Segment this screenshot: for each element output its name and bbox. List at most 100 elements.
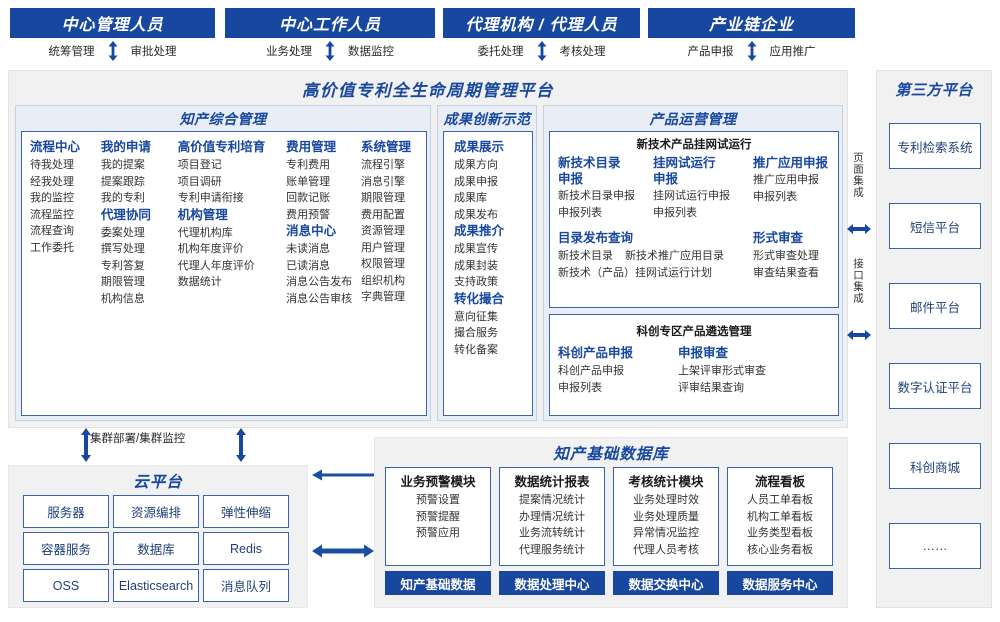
cloud-cell-mq[interactable]: 消息队列 — [203, 569, 289, 602]
col-item[interactable]: 字典管理 — [360, 291, 405, 303]
col-item[interactable]: 已读消息 — [286, 259, 331, 272]
db-card-item[interactable]: 人员工单看板 — [747, 494, 813, 506]
db-card-item[interactable]: 异常情况监控 — [633, 527, 699, 539]
col-item[interactable]: 成果发布 — [454, 208, 498, 221]
actor-title-3[interactable]: 产业链企业 — [648, 8, 855, 38]
db-card-item[interactable]: 业务类型看板 — [747, 527, 813, 539]
col-item[interactable]: 费用预警 — [286, 208, 331, 221]
col-item[interactable]: 申报列表 — [558, 381, 602, 394]
col-item[interactable]: 机构年度评价 — [177, 243, 244, 255]
col-item[interactable]: 代理机构库 — [177, 226, 233, 239]
third-party-item-email[interactable]: 邮件平台 — [889, 283, 981, 329]
col-item[interactable]: 科创产品申报 — [558, 365, 624, 377]
col-head[interactable]: 目录发布查询 — [558, 231, 634, 245]
db-card-item[interactable]: 业务流转统计 — [519, 527, 585, 539]
col-item[interactable]: 回款记账 — [286, 192, 331, 204]
col-item[interactable]: 意向征集 — [454, 310, 498, 323]
db-foot-basic-data[interactable]: 知产基础数据 — [385, 571, 491, 595]
col-item[interactable]: 成果封装 — [454, 259, 498, 272]
col-item[interactable]: 形式审查处理 — [753, 250, 819, 262]
col-head[interactable]: 申报审查 — [678, 346, 729, 360]
col-item[interactable]: 支持政策 — [454, 276, 498, 288]
col-head[interactable]: 转化撮合 — [454, 291, 505, 306]
third-party-item-more[interactable]: …… — [889, 523, 981, 569]
col-head[interactable]: 推广应用申报 — [753, 156, 829, 170]
col-head[interactable]: 系统管理 — [360, 140, 411, 154]
db-card-item[interactable]: 代理服务统计 — [519, 543, 585, 556]
actor-title-1[interactable]: 中心工作人员 — [225, 8, 435, 38]
col-head[interactable]: 消息中心 — [286, 224, 337, 238]
col-item[interactable]: 机构信息 — [100, 292, 145, 305]
col-item[interactable]: 工作委托 — [30, 241, 74, 254]
col-item[interactable]: 撰写处理 — [100, 243, 145, 255]
col-head[interactable]: 流程中心 — [30, 140, 81, 154]
col-item[interactable]: 流程引擎 — [360, 159, 405, 171]
cloud-cell-database[interactable]: 数据库 — [113, 532, 199, 565]
cloud-cell-container[interactable]: 容器服务 — [23, 532, 109, 565]
db-card-item[interactable]: 提案情况统计 — [519, 494, 585, 506]
col-head[interactable]: 我的申请 — [100, 140, 151, 154]
col-item[interactable]: 代理人年度评价 — [177, 259, 255, 272]
col-item[interactable]: 成果申报 — [454, 175, 498, 188]
db-foot-exchange-center[interactable]: 数据交换中心 — [613, 571, 719, 595]
col-item[interactable]: 新技术目录申报 — [558, 190, 635, 202]
col-head[interactable]: 科创产品申报 — [558, 346, 634, 360]
db-card-item[interactable]: 预警提醒 — [416, 510, 460, 523]
db-card-item[interactable]: 核心业务看板 — [747, 543, 813, 556]
col-item[interactable]: 我的提案 — [100, 159, 145, 171]
db-card-item[interactable]: 业务处理质量 — [633, 510, 699, 523]
cloud-cell-orchestration[interactable]: 资源编排 — [113, 495, 199, 528]
col-item[interactable]: 期限管理 — [100, 276, 145, 288]
col-head[interactable]: 代理协同 — [100, 207, 151, 222]
col-item[interactable]: 申报列表 — [558, 206, 602, 219]
third-party-item-patent-search[interactable]: 专利检索系统 — [889, 123, 981, 169]
actor-title-2[interactable]: 代理机构 / 代理人员 — [443, 8, 640, 38]
col-item[interactable]: 成果方向 — [454, 159, 498, 171]
col-item[interactable]: 待我处理 — [30, 159, 74, 171]
col-item[interactable]: 数据统计 — [177, 276, 222, 288]
col-head[interactable]: 机构管理 — [177, 207, 228, 222]
col-head[interactable]: 新技术目录申报 — [558, 156, 621, 186]
col-item[interactable]: 评审结果查询 — [678, 381, 744, 394]
col-item[interactable]: 组织机构 — [360, 274, 405, 287]
cloud-cell-autoscaling[interactable]: 弹性伸缩 — [203, 495, 289, 528]
col-item[interactable]: 提案跟踪 — [100, 175, 145, 188]
col-item[interactable]: 推广应用申报 — [753, 174, 819, 186]
col-item[interactable]: 撮合服务 — [454, 327, 498, 339]
col-item[interactable]: 挂网试运行申报 — [653, 190, 730, 202]
col-head[interactable]: 形式审查 — [753, 231, 804, 245]
col-item[interactable]: 申报列表 — [753, 190, 797, 203]
col-item[interactable]: 委案处理 — [100, 226, 145, 239]
col-item[interactable]: 账单管理 — [286, 175, 331, 188]
db-card-item[interactable]: 机构工单看板 — [747, 510, 813, 523]
col-item[interactable]: 成果宣传 — [454, 243, 498, 255]
col-item[interactable]: 权限管理 — [360, 258, 405, 270]
col-item[interactable]: 用户管理 — [360, 241, 405, 254]
col-item[interactable]: 专利答复 — [100, 259, 145, 272]
col-item[interactable]: 新技术目录 — [558, 250, 613, 262]
col-item[interactable]: 费用配置 — [360, 208, 405, 221]
col-item[interactable]: 申报列表 — [653, 206, 697, 219]
col-item[interactable]: 消息公告审核 — [286, 292, 353, 305]
col-head[interactable]: 成果推介 — [454, 224, 505, 238]
col-item[interactable]: 上架评审形式审查 — [678, 365, 766, 377]
db-card-item[interactable]: 预警应用 — [416, 527, 460, 539]
db-foot-processing-center[interactable]: 数据处理中心 — [499, 571, 605, 595]
col-item[interactable]: 成果库 — [454, 192, 487, 204]
col-head[interactable]: 高价值专利培育 — [177, 140, 266, 154]
col-item[interactable]: 未读消息 — [286, 243, 331, 255]
third-party-item-sms[interactable]: 短信平台 — [889, 203, 981, 249]
col-item[interactable]: 项目调研 — [177, 175, 222, 188]
db-card-item[interactable]: 代理人员考核 — [633, 543, 699, 556]
col-item[interactable]: 经我处理 — [30, 175, 74, 188]
third-party-item-digital-cert[interactable]: 数字认证平台 — [889, 363, 981, 409]
col-item[interactable]: 我的专利 — [100, 192, 145, 204]
col-head[interactable]: 费用管理 — [286, 140, 337, 154]
col-item[interactable]: 我的监控 — [30, 192, 74, 204]
col-item[interactable]: 转化备案 — [454, 343, 498, 356]
col-head[interactable]: 成果展示 — [454, 140, 505, 154]
cloud-cell-server[interactable]: 服务器 — [23, 495, 109, 528]
col-item[interactable]: 审查结果查看 — [753, 266, 819, 279]
db-card-item[interactable]: 预警设置 — [416, 494, 460, 506]
cloud-cell-elasticsearch[interactable]: Elasticsearch — [113, 569, 199, 602]
